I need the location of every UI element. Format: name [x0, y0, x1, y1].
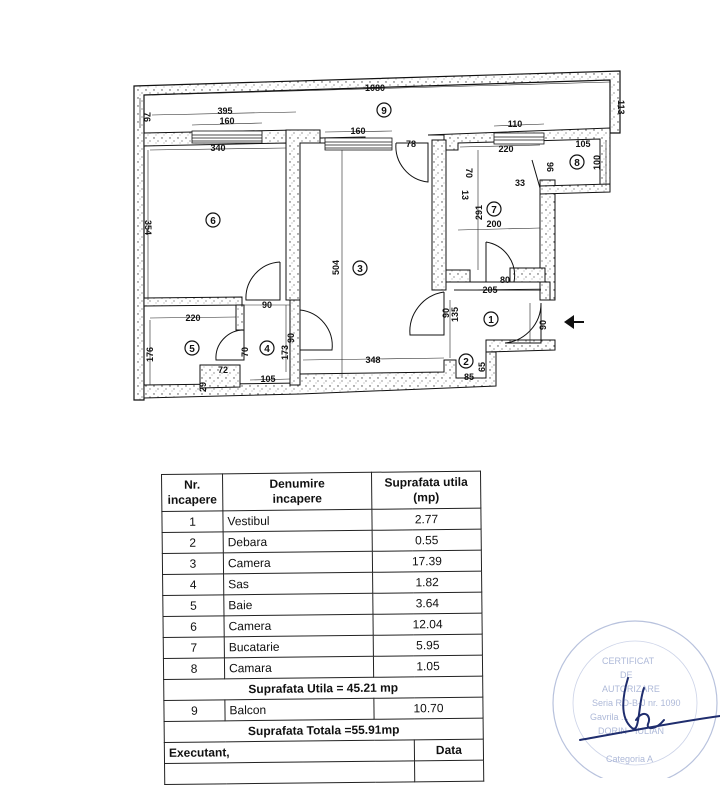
svg-text:90: 90: [286, 333, 296, 343]
svg-text:200: 200: [486, 219, 501, 229]
dimension-lines: [139, 81, 611, 385]
svg-text:7: 7: [491, 205, 497, 216]
svg-text:96: 96: [545, 162, 555, 172]
room6-door: [245, 261, 281, 301]
svg-text:1080: 1080: [365, 83, 385, 93]
room-9-marker: [376, 102, 392, 118]
official-stamp: CERTIFICAT DE AUTORIZARE Seria RO-B-J nr…: [552, 620, 720, 778]
svg-text:4: 4: [264, 344, 270, 355]
room-5-marker: [184, 340, 200, 356]
svg-text:Categoria A: Categoria A: [606, 754, 653, 764]
svg-text:2: 2: [463, 357, 469, 368]
svg-text:CERTIFICAT: CERTIFICAT: [602, 656, 655, 666]
svg-text:DE: DE: [620, 670, 633, 680]
svg-text:110: 110: [508, 119, 523, 129]
svg-text:291: 291: [474, 205, 484, 220]
balcony-wall: [133, 70, 621, 401]
svg-text:9: 9: [381, 106, 387, 117]
svg-text:220: 220: [185, 313, 200, 323]
svg-text:70: 70: [240, 347, 250, 357]
svg-text:113: 113: [616, 100, 626, 115]
svg-text:205: 205: [482, 285, 497, 295]
svg-text:78: 78: [406, 139, 416, 149]
floor-plan: 1080 395 160 340 160 78 110 220 105 33 2…: [133, 70, 626, 401]
svg-text:8: 8: [574, 158, 580, 169]
svg-text:90: 90: [262, 300, 272, 310]
svg-text:173: 173: [280, 345, 290, 360]
room-labels: [184, 102, 585, 369]
svg-text:90: 90: [538, 320, 548, 330]
svg-text:90: 90: [441, 308, 451, 318]
svg-text:160: 160: [219, 116, 234, 126]
svg-text:348: 348: [365, 355, 380, 365]
svg-text:105: 105: [575, 139, 590, 149]
svg-text:29: 29: [198, 382, 208, 392]
header-area: Suprafata utila(mp): [371, 471, 481, 510]
room-2-marker: [458, 353, 474, 369]
svg-text:105: 105: [260, 374, 275, 384]
svg-text:1: 1: [488, 315, 494, 326]
svg-text:504: 504: [331, 260, 341, 275]
svg-text:65: 65: [477, 362, 487, 372]
doors: [215, 142, 542, 361]
svg-text:354: 354: [143, 220, 153, 235]
signature-row: [164, 760, 484, 785]
svg-text:Gavrila ...: Gavrila ...: [590, 712, 629, 722]
svg-text:76: 76: [142, 112, 152, 122]
room-3-marker: [352, 260, 368, 276]
svg-text:100: 100: [592, 155, 602, 170]
room-1-marker: [483, 311, 499, 327]
room-6-marker: [205, 212, 221, 228]
room-8-marker: [569, 154, 585, 170]
svg-text:395: 395: [217, 106, 232, 116]
svg-text:340: 340: [210, 143, 225, 153]
svg-text:220: 220: [498, 144, 513, 154]
svg-text:5: 5: [189, 344, 195, 355]
svg-text:85: 85: [464, 372, 474, 382]
entry-arrow-icon: [564, 315, 584, 329]
svg-text:13: 13: [460, 190, 470, 200]
windows: [191, 130, 545, 151]
svg-text:33: 33: [515, 178, 525, 188]
svg-text:70: 70: [464, 168, 474, 178]
svg-text:Seria RO-B-J nr. 1090: Seria RO-B-J nr. 1090: [592, 698, 681, 708]
svg-text:3: 3: [357, 264, 363, 275]
svg-text:80: 80: [500, 275, 510, 285]
svg-text:AUTORIZARE: AUTORIZARE: [602, 684, 660, 694]
dimension-labels: 1080 395 160 340 160 78 110 220 105 33 2…: [142, 83, 626, 392]
header-nr: Nr.incapere: [161, 473, 223, 512]
balcony-door: [395, 142, 429, 183]
room-7-marker: [486, 201, 502, 217]
svg-text:135: 135: [450, 307, 460, 322]
svg-text:176: 176: [145, 347, 155, 362]
signature-icon: [579, 677, 720, 741]
room-4-marker: [259, 340, 275, 356]
svg-text:72: 72: [218, 365, 228, 375]
svg-text:160: 160: [350, 126, 365, 136]
svg-text:6: 6: [210, 216, 216, 227]
